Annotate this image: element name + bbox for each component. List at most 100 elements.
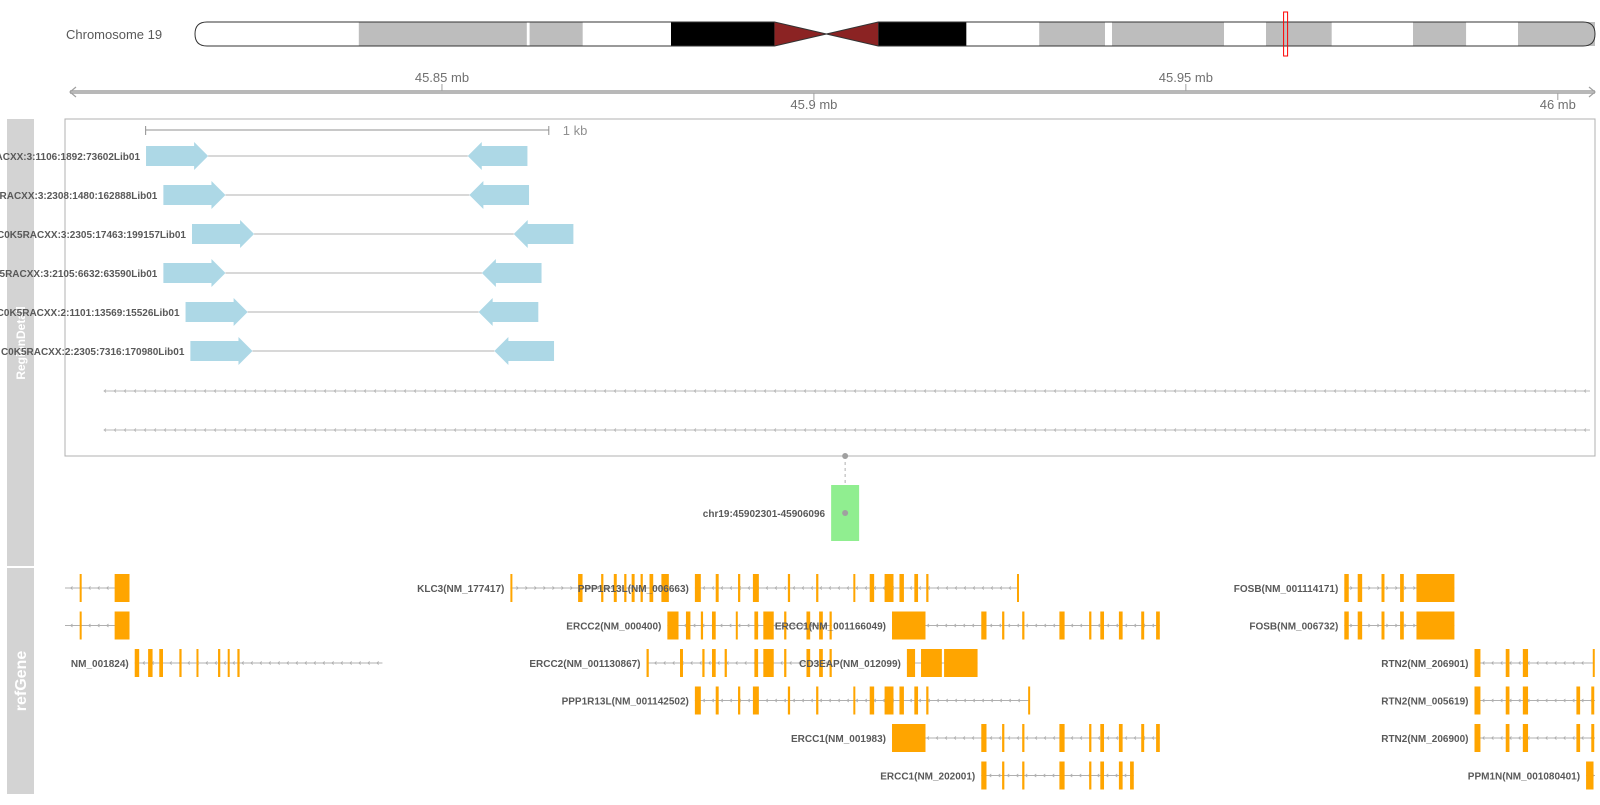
strand-chevron (1183, 389, 1187, 393)
gene-exon (829, 611, 832, 640)
strand-chevron (1293, 389, 1297, 393)
strand-chevron (593, 428, 597, 432)
strand-chevron (973, 389, 977, 393)
gene-exon (1576, 686, 1581, 715)
strand-chevron (893, 428, 897, 432)
strand-chevron (954, 698, 958, 703)
ideogram-band (1039, 22, 1105, 46)
refgene-track: NM_001824)KLC3(NM_177417)ERCC2(NM_000400… (65, 574, 1595, 790)
gene-exon (1100, 724, 1105, 752)
strand-chevron (923, 428, 927, 432)
strand-chevron (971, 623, 975, 628)
strand-chevron (1063, 428, 1067, 432)
strand-chevron (1544, 698, 1548, 703)
strand-chevron (213, 428, 217, 432)
strand-chevron (623, 389, 627, 393)
strand-chevron (553, 428, 557, 432)
strand-chevron (613, 428, 617, 432)
strand-chevron (733, 389, 737, 393)
gene-exon (763, 649, 774, 677)
gene-label: CD3EAP(NM_012099) (799, 659, 901, 670)
strand-chevron (533, 389, 537, 393)
strand-chevron (893, 389, 897, 393)
gene-exon (921, 649, 942, 677)
strand-chevron (753, 389, 757, 393)
strand-chevron (653, 389, 657, 393)
strand-chevron (1033, 389, 1037, 393)
strand-chevron (142, 661, 145, 665)
strand-chevron (1033, 428, 1037, 432)
gene-exon (1381, 611, 1385, 640)
strand-chevron (1124, 736, 1128, 740)
strand-chevron (774, 586, 778, 590)
strand-chevron (423, 428, 427, 432)
strand-chevron (813, 389, 817, 393)
strand-chevron (453, 428, 457, 432)
strand-chevron (1413, 389, 1417, 393)
strand-chevron (918, 586, 922, 590)
strand-chevron (1583, 389, 1587, 393)
strand-chevron (313, 389, 317, 393)
strand-chevron (962, 623, 966, 628)
gene-exon (624, 574, 627, 602)
strand-chevron (1006, 773, 1010, 778)
strand-chevron (1083, 389, 1087, 393)
strand-chevron (1008, 586, 1012, 590)
gene-exon (1400, 574, 1404, 602)
strand-chevron (983, 389, 987, 393)
strand-chevron (1042, 773, 1046, 778)
gene-exon (134, 649, 140, 677)
strand-chevron (1093, 389, 1097, 393)
strand-chevron (981, 698, 985, 703)
gene-exon (884, 686, 894, 715)
strand-chevron (783, 586, 787, 590)
strand-chevron (313, 428, 317, 432)
strand-chevron (743, 428, 747, 432)
strand-chevron (233, 389, 237, 393)
gene-exon (1002, 724, 1005, 752)
strand-chevron (1499, 661, 1503, 665)
strand-chevron (953, 623, 957, 628)
strand-chevron (1133, 389, 1137, 393)
strand-chevron (525, 586, 529, 590)
strand-chevron (990, 698, 994, 703)
read-pair: HWI-ST904:164:C0K5RACXX:2:2305:7316:1709… (0, 337, 555, 365)
gene-exon (1028, 686, 1031, 715)
strand-chevron (358, 661, 361, 665)
strand-chevron (1069, 773, 1073, 778)
ideogram-outline-p (194, 21, 827, 47)
strand-chevron (1283, 389, 1287, 393)
gene-model (65, 574, 130, 602)
strand-chevron (1404, 586, 1407, 590)
strand-chevron (523, 428, 527, 432)
strand-chevron (1544, 661, 1548, 665)
strand-chevron (473, 389, 477, 393)
gene-label: RTN2(NM_005619) (1381, 697, 1468, 708)
read-reverse-arrow (481, 259, 542, 287)
strand-chevron (1079, 623, 1083, 628)
strand-chevron (513, 428, 517, 432)
gene-model: FOSB(NM_001114171) (1234, 574, 1455, 602)
strand-chevron (936, 698, 940, 703)
strand-chevron (783, 428, 787, 432)
strand-chevron (340, 661, 343, 665)
strand-chevron (773, 389, 777, 393)
strand-chevron (1333, 389, 1337, 393)
strand-chevron (1423, 428, 1427, 432)
strand-chevron (810, 698, 814, 703)
gene-label: ERCC2(NM_000400) (566, 622, 661, 633)
strand-chevron (322, 661, 325, 665)
gene-exon (784, 649, 787, 677)
strand-chevron (1553, 661, 1557, 665)
strand-chevron (801, 698, 805, 703)
strand-chevron (1223, 389, 1227, 393)
strand-chevron (243, 389, 247, 393)
strand-chevron (837, 586, 841, 590)
strand-chevron (1151, 623, 1155, 628)
strand-chevron (1253, 428, 1257, 432)
gene-exon (631, 574, 635, 602)
strand-chevron (1103, 428, 1107, 432)
gene-exon (1474, 686, 1481, 715)
strand-chevron (213, 389, 217, 393)
